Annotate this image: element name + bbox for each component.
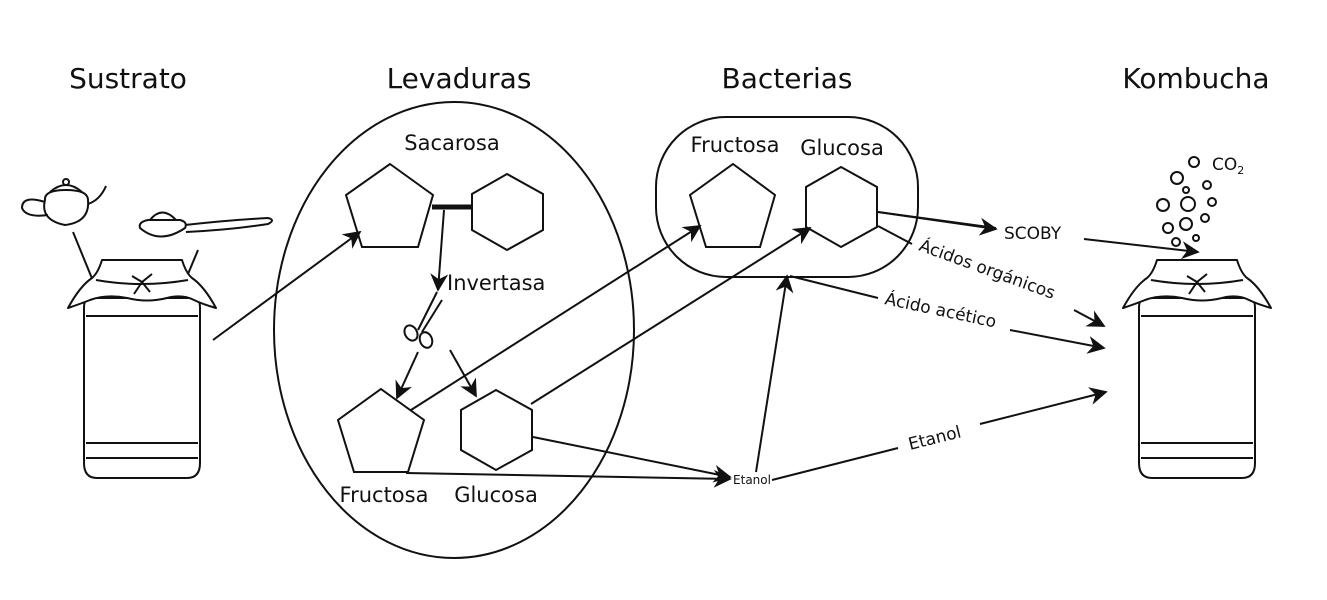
co2-label: CO2 [1212,155,1244,177]
hexagon-icon [805,165,878,249]
invertasa-label: Invertasa [447,271,545,295]
glucosa-label-bacterias: Glucosa [800,136,884,160]
acidos-organicos-arrow [1073,309,1106,327]
etanol-line [771,447,899,481]
co2-text: CO [1212,155,1237,175]
scoby-arrow-start [877,211,997,229]
heading-sustrato: Sustrato [69,62,187,95]
fructosa-label-levaduras: Fructosa [340,483,429,507]
heading-kombucha: Kombucha [1122,62,1269,95]
etanol-to-bacterias-arrow [755,274,794,473]
hexagon-icon [460,388,533,472]
etanol-small-label: Etanol [733,473,771,487]
scissors-icon [403,291,443,349]
spoon-icon [138,211,273,238]
acidos-organicos-line [877,225,913,245]
fructosa-to-bacterias-arrow [410,225,702,411]
fructosa-to-etanol-arrow [405,469,732,488]
pentagon-icon [336,387,426,473]
levaduras-ellipse [273,101,635,559]
etanol-to-kombucha-arrow [979,387,1108,425]
invertasa-to-glucosa-arrow [449,349,477,398]
acido-acetico-line [789,275,879,299]
invertasa-to-fructosa-arrow [395,351,419,400]
acido-acetico-label: Ácido acético [883,287,998,332]
hexagon-icon [471,172,544,252]
pentagon-icon [688,162,777,248]
glucosa-to-bacterias-arrow [530,227,812,405]
heading-bacterias: Bacterias [721,62,852,95]
jar-icon [67,259,217,479]
pentagon-icon [344,162,435,248]
glucosa-label-levaduras: Glucosa [454,483,538,507]
teapot-icon [20,178,107,227]
scoby-label: SCOBY [1004,224,1062,244]
heading-levaduras: Levaduras [387,62,532,95]
jar-icon [1122,259,1272,479]
glucosa-to-etanol-arrow [532,436,732,483]
acidos-organicos-label: Ácidos orgánicos [916,234,1058,304]
sustrato-to-sacarosa-arrow [212,230,362,341]
acido-acetico-arrow [1009,329,1106,354]
etanol-label: Etanol [906,422,963,454]
sacarosa-to-invertasa-arrow [430,209,449,292]
scoby-arrow-end [1083,238,1200,260]
co2-subscript: 2 [1237,164,1244,177]
sacarosa-label: Sacarosa [404,131,499,155]
bubbles-icon [1156,156,1217,247]
fructosa-label-bacterias: Fructosa [691,133,780,157]
